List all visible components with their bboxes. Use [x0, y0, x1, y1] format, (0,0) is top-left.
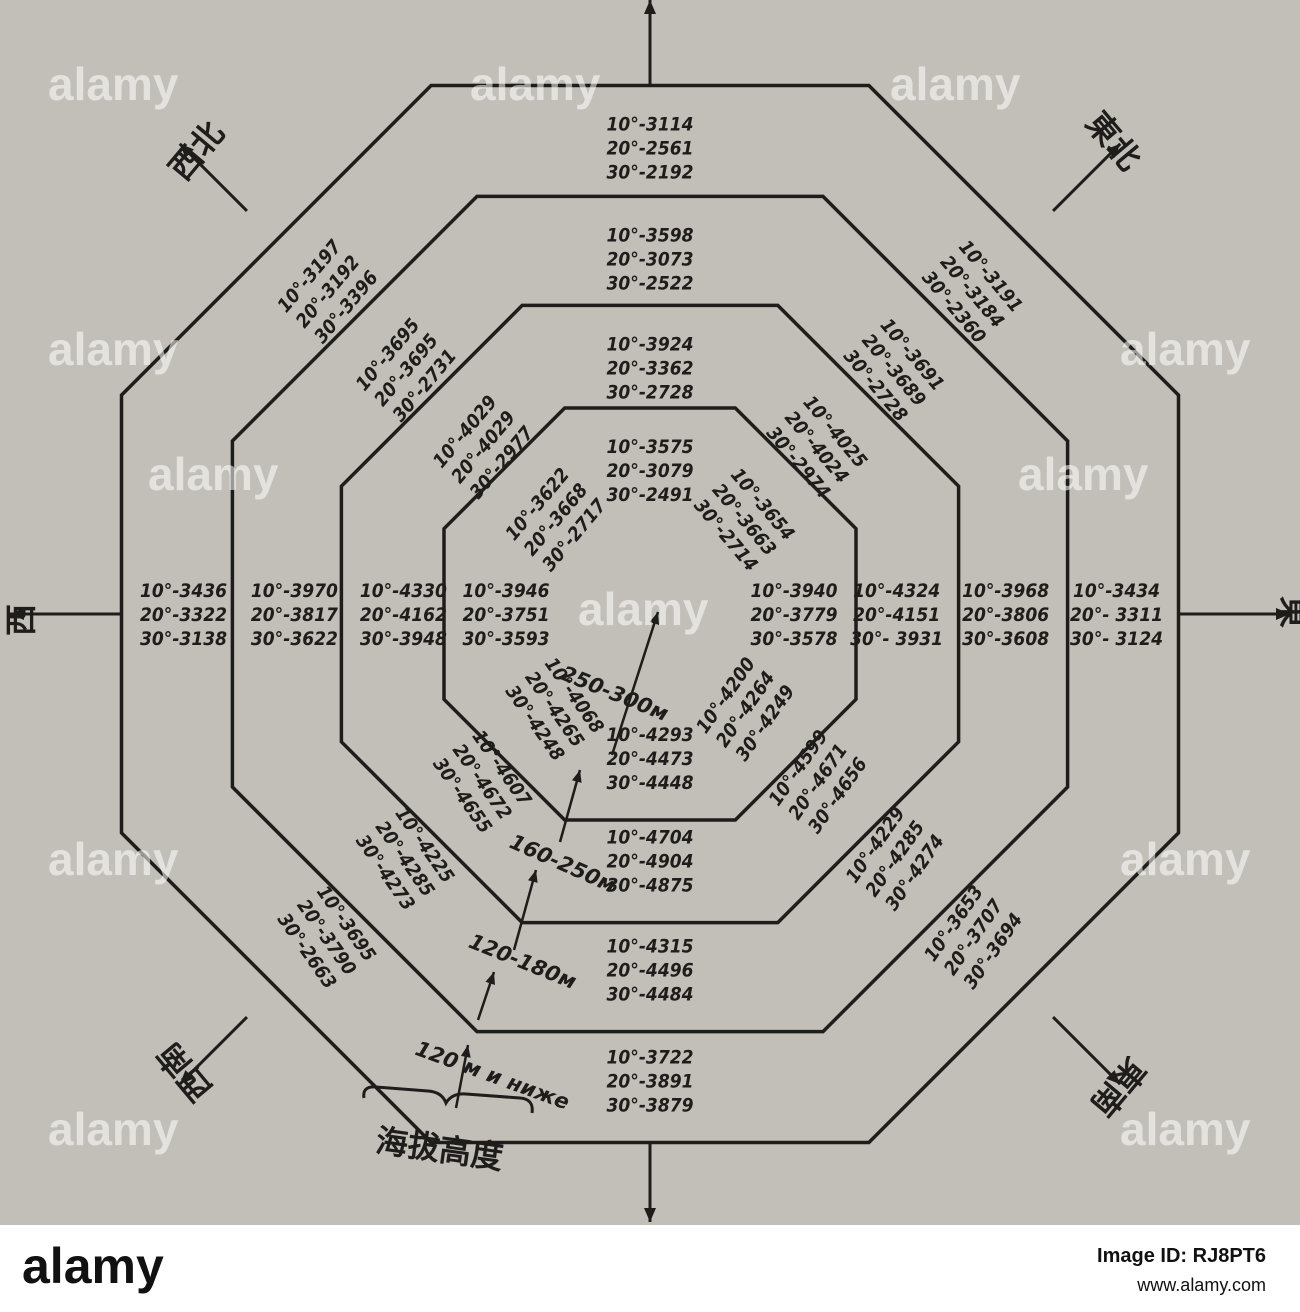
altitude-label-ring-2: 120-180м: [465, 929, 579, 994]
altitude-octagons: [119, 83, 1181, 1145]
temp-label-nw-ring-3: 10°-402920°-402930°-2977: [429, 391, 539, 503]
temp-label-sw-ring-1: 10°-369520°-379030°-2663: [273, 882, 380, 994]
temp-label-se-ring-1: 10°-365320°-370730°-3694: [920, 882, 1027, 994]
direction-southwest: 西南: [149, 1035, 219, 1108]
watermark: alamy: [48, 323, 179, 375]
altitude-label-ring-1: 120 м и ниже: [412, 1036, 572, 1114]
direction-west: 西: [2, 604, 40, 636]
temp-label-ne-ring-1: 10°-319120°-318430°-2360: [917, 236, 1027, 348]
direction-northeast: 東北: [1078, 104, 1148, 177]
watermark: alamy: [1018, 448, 1149, 500]
east-arrow: [1178, 608, 1290, 620]
temp-label-ne-ring-4: 10°-365420°-366330°-2714: [689, 464, 799, 576]
altitude-connector-3: [512, 869, 538, 951]
temp-label-nw-ring-4: 10°-362220°-366830°-2717: [501, 464, 611, 576]
legend-altitude-label: 海拔高度: [374, 1121, 506, 1176]
temp-label-sw-ring-3: 10°-460720°-467230°-4655: [428, 726, 535, 838]
watermark: alamy: [48, 833, 179, 885]
watermark: alamy: [48, 1103, 179, 1155]
octagon-ring-4: [442, 406, 858, 822]
temp-label-sw-ring-2: 10°-422520°-428530°-4273: [351, 803, 458, 915]
temp-label-ne-ring-2: 10°-369120°-368930°-2728: [839, 314, 949, 426]
legend-brace: [362, 1085, 534, 1114]
watermark: alamy: [890, 58, 1021, 110]
direction-northwest: 西北: [161, 114, 231, 187]
altitude-arrows: [454, 611, 660, 1109]
octagon-ring-3: [339, 303, 961, 925]
compass-arrows: [10, 0, 1290, 1222]
north-arrow: [644, 0, 656, 86]
octagon-ring-1: [119, 83, 1181, 1145]
temp-label-se-ring-2: 10°-422920°-428530°-4274: [842, 803, 949, 915]
site-url: www.alamy.com: [1137, 1275, 1266, 1295]
altitude-connector-1: [454, 1044, 471, 1109]
watermark: alamy: [1120, 833, 1251, 885]
watermark: alamy: [48, 58, 179, 110]
altitude-connector-5: [610, 611, 660, 756]
watermark: alamy: [1120, 323, 1251, 375]
direction-east: 東: [1275, 596, 1300, 628]
temp-label-ne-ring-3: 10°-402520°-402430°-2974: [762, 392, 872, 504]
temp-label-se-ring-3: 10°-459920°-467130°-4656: [764, 726, 871, 838]
altitude-label-ring-3: 160-250м: [506, 830, 620, 898]
altitude-connector-4: [558, 769, 582, 843]
northwest-arrow: [178, 142, 249, 213]
altitude-connector-2: [476, 971, 496, 1021]
watermark: alamy: [470, 58, 601, 110]
alamy-logo: alamy: [22, 1238, 164, 1294]
watermark: alamy: [148, 448, 279, 500]
octagon-ring-2: [230, 194, 1070, 1034]
southwest-arrow: [178, 1015, 249, 1086]
west-arrow: [10, 608, 122, 620]
northeast-arrow: [1051, 142, 1122, 213]
watermark: alamy: [1120, 1103, 1251, 1155]
image-id: Image ID: RJ8PT6: [1097, 1245, 1266, 1267]
temp-label-nw-ring-1: 10°-319720°-319230°-3396: [273, 236, 383, 348]
temp-label-se-ring-4: 10°-420020°-426430°-4249: [692, 654, 799, 766]
watermark: alamy: [578, 583, 709, 635]
footer-bar: alamy Image ID: RJ8PT6 www.alamy.com: [0, 1225, 1300, 1312]
southeast-arrow: [1051, 1015, 1122, 1086]
temp-label-nw-ring-2: 10°-369520°-369530°-2731: [352, 314, 462, 426]
south-arrow: [644, 1142, 656, 1222]
